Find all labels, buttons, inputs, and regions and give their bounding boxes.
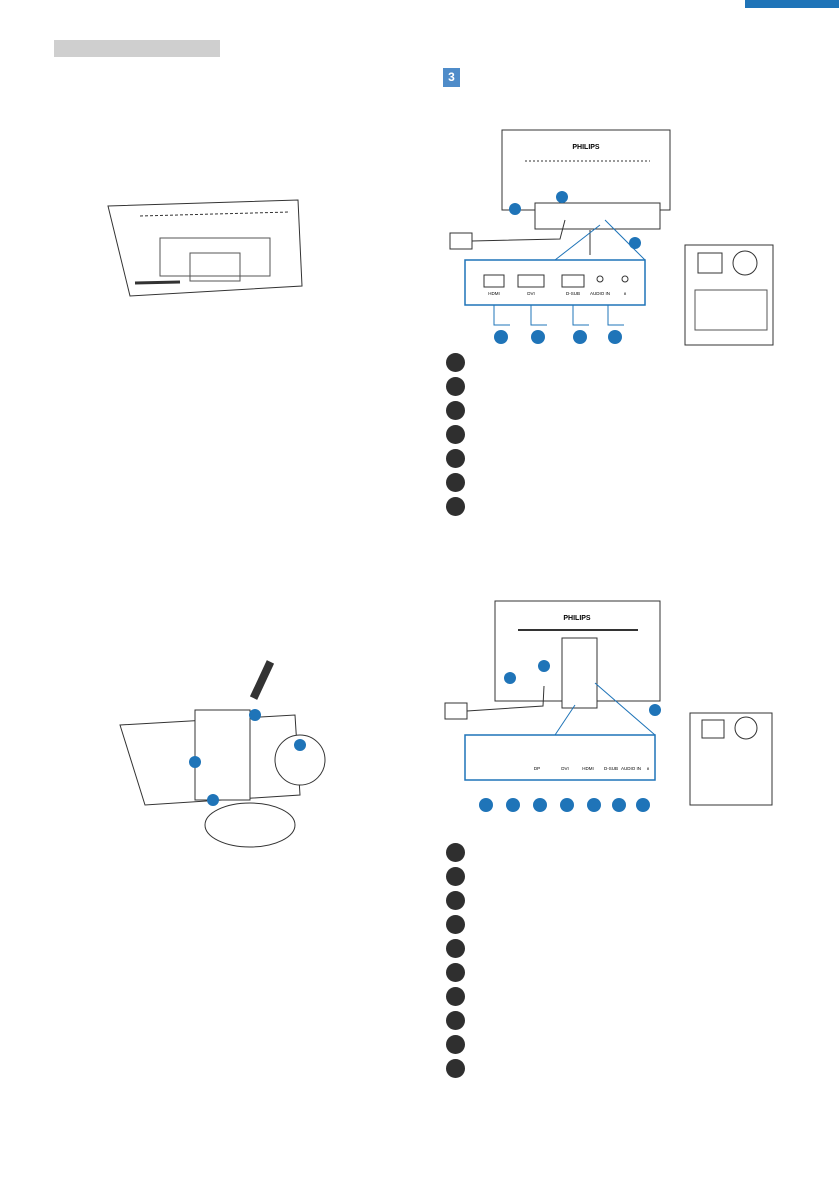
callout-dot xyxy=(446,377,465,396)
brand-label: PHILIPS xyxy=(563,615,591,622)
callout-dot xyxy=(446,497,465,516)
port-label: AUDIO IN xyxy=(621,766,641,771)
port-label: ∧ xyxy=(646,766,650,771)
port-label: DP xyxy=(534,766,540,771)
port-label: D-SUB xyxy=(566,291,580,296)
callout-list-top xyxy=(446,353,465,521)
callout-dot xyxy=(446,867,465,886)
port-label: HDMI xyxy=(582,766,594,771)
stand-assembly-illustration xyxy=(119,660,326,848)
step-badge: 3 xyxy=(443,68,460,87)
callout-dot xyxy=(446,1011,465,1030)
connection-diagram-bottom: PHILIPS DP DVI HDMI D-SUB AUDIO IN ∧ xyxy=(444,600,773,812)
header-accent-bar xyxy=(745,0,839,8)
port-label: HDMI xyxy=(488,291,500,296)
section-heading-bar xyxy=(54,40,220,57)
callout-dot xyxy=(446,353,465,372)
port-label: AUDIO IN xyxy=(590,291,610,296)
callout-dot xyxy=(446,449,465,468)
port-label: DVI xyxy=(527,291,535,296)
monitor-back-illustration xyxy=(107,199,303,297)
callout-dot xyxy=(446,987,465,1006)
callout-list-bottom xyxy=(446,843,465,1083)
callout-dot xyxy=(446,473,465,492)
callout-dot xyxy=(446,1035,465,1054)
callout-dot xyxy=(446,939,465,958)
callout-dot xyxy=(446,401,465,420)
callout-dot xyxy=(446,1059,465,1078)
callout-dot xyxy=(446,843,465,862)
port-label: ∧ xyxy=(623,291,627,296)
callout-dot xyxy=(446,963,465,982)
connection-diagram-top: PHILIPS HDMI DVI D-SUB AUDIO IN ∧ xyxy=(449,129,774,346)
brand-label: PHILIPS xyxy=(572,144,600,151)
port-label: DVI xyxy=(561,766,569,771)
port-label: D-SUB xyxy=(604,766,618,771)
callout-dot xyxy=(446,891,465,910)
callout-dot xyxy=(446,425,465,444)
callout-dot xyxy=(446,915,465,934)
